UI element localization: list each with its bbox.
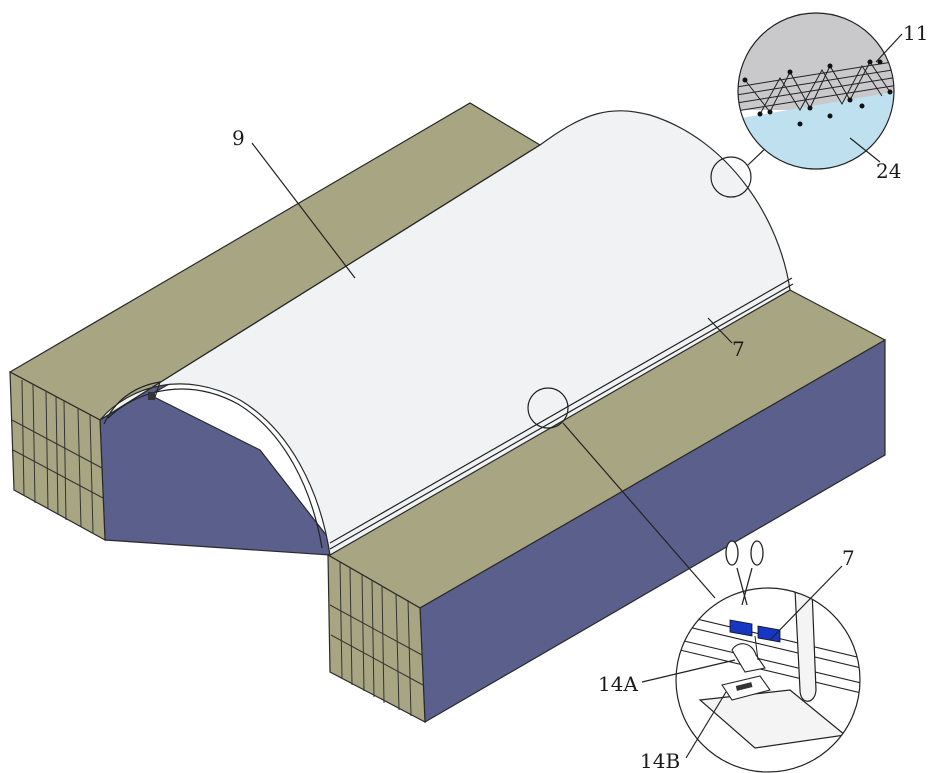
leader-14A xyxy=(641,659,736,683)
left-container xyxy=(8,102,542,556)
canopy xyxy=(99,110,794,556)
clip-buckle-slot xyxy=(735,682,753,691)
right-door-panels xyxy=(329,561,424,717)
left-end-frame xyxy=(103,381,161,425)
canopy-membrane xyxy=(99,110,791,556)
leader-9 xyxy=(251,142,356,279)
leader-7-detail xyxy=(769,565,843,641)
leader-24 xyxy=(849,137,881,163)
clip-blue-right xyxy=(757,625,781,643)
frame-bracket xyxy=(148,392,155,400)
leader-7 xyxy=(707,317,733,344)
leader-14B xyxy=(685,691,727,759)
detail-bottom-outline xyxy=(675,587,861,773)
detail-top-outline xyxy=(737,12,895,170)
detail-bottom xyxy=(641,540,861,773)
canopy-seam-line-b xyxy=(329,283,794,550)
label-14B: 14B xyxy=(640,749,680,773)
scissors-icon xyxy=(725,540,764,606)
callout-circle-top xyxy=(710,156,752,198)
callout-circle-bottom xyxy=(527,387,569,429)
left-door-panels xyxy=(11,379,104,534)
detail-top-membrane-layers xyxy=(738,59,894,115)
callout-connector-bottom xyxy=(562,422,716,599)
detail-bottom-pole xyxy=(794,589,817,702)
right-container xyxy=(326,289,887,724)
canopy-inner-edge xyxy=(107,388,323,549)
clip-hook xyxy=(731,643,766,673)
leader-11 xyxy=(875,33,903,63)
label-24: 24 xyxy=(876,159,901,183)
label-7: 7 xyxy=(732,337,745,361)
label-7-detail: 7 xyxy=(842,546,855,570)
clip-blue-left xyxy=(729,619,753,637)
clip-strap xyxy=(754,635,759,661)
canopy-seam-line-a xyxy=(329,277,793,544)
detail-top xyxy=(737,12,903,170)
label-9: 9 xyxy=(232,126,245,150)
label-14A: 14A xyxy=(598,672,638,696)
detail-top-stitch-points xyxy=(742,59,893,127)
label-11: 11 xyxy=(903,21,928,45)
detail-bottom-rails xyxy=(679,614,860,696)
